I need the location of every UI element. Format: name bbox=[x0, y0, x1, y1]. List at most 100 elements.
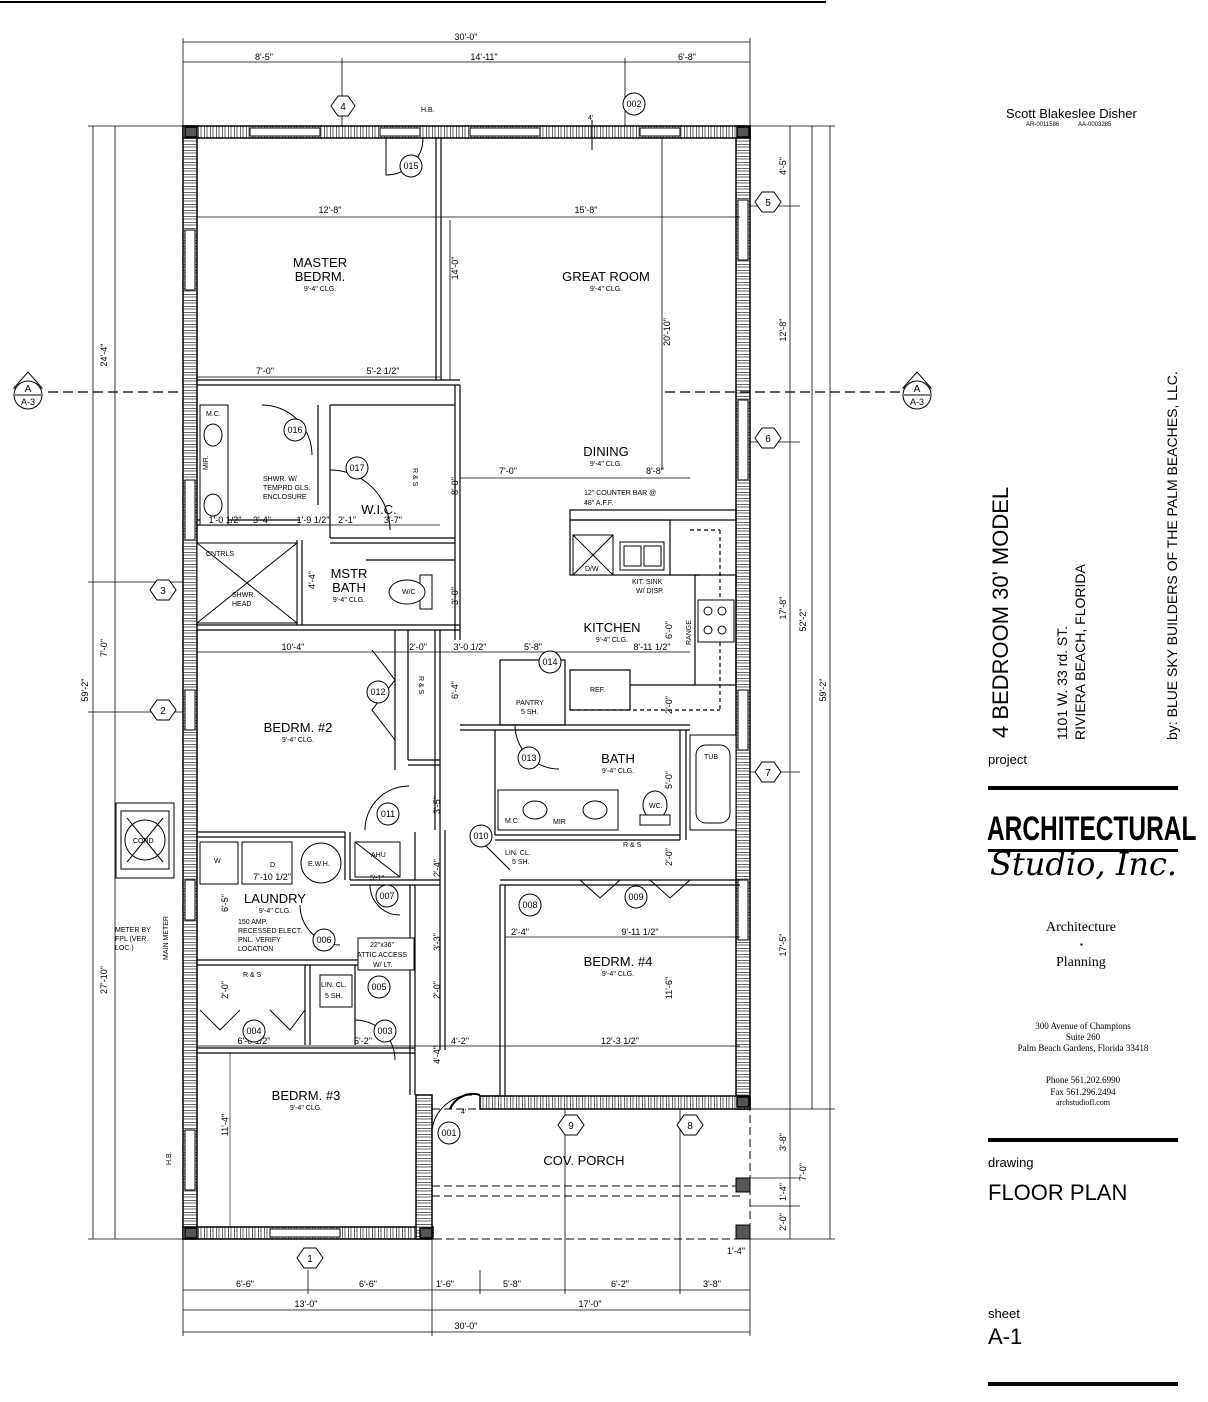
note-ewh: E.W.H. bbox=[308, 861, 330, 868]
dim-top-2: 14'-11" bbox=[470, 52, 497, 62]
grid-marker-3: 3 bbox=[149, 579, 177, 601]
dim-24b: 2'-4" bbox=[511, 927, 529, 937]
dim-35: 3'-5" bbox=[432, 796, 442, 814]
dim-21: 2'-1" bbox=[338, 515, 356, 525]
note-rs-bed4: R & S bbox=[623, 842, 642, 849]
note-mc2: M.C. bbox=[505, 818, 520, 825]
door-tag-012: 012 bbox=[366, 680, 390, 704]
firm-address-1: 300 Avenue of Champions bbox=[1035, 1021, 1131, 1031]
svg-text:008: 008 bbox=[522, 900, 537, 910]
dim-bot-1: 6'-6" bbox=[236, 1279, 254, 1289]
room-mbath-name1: MSTR bbox=[331, 566, 368, 581]
note-counter2: 48" A.F.F. bbox=[584, 500, 613, 507]
svg-text:014: 014 bbox=[542, 657, 557, 667]
svg-text:013: 013 bbox=[521, 753, 536, 763]
svg-text:017: 017 bbox=[349, 463, 364, 473]
firm-fax: Fax 561.296.2494 bbox=[1050, 1087, 1116, 1097]
svg-text:012: 012 bbox=[370, 687, 385, 697]
dim-right-2: 12'-8" bbox=[778, 319, 788, 342]
section-sheet-left: A-3 bbox=[21, 397, 35, 407]
dim-right-4: 17'-5" bbox=[778, 934, 788, 957]
svg-text:6: 6 bbox=[765, 434, 771, 445]
room-bed3-name: BEDRM. #3 bbox=[272, 1088, 341, 1103]
door-tag-016: 016 bbox=[283, 418, 307, 442]
svg-text:001: 001 bbox=[441, 1128, 456, 1138]
note-sink2: W/ DISP. bbox=[636, 588, 664, 595]
note-attic3: W/ LT. bbox=[373, 962, 392, 969]
room-kitchen-name: KITCHEN bbox=[583, 620, 640, 635]
note-ref: REF. bbox=[590, 687, 605, 694]
windows bbox=[184, 127, 749, 1238]
room-dining-clg: 9'-4" CLG. bbox=[590, 461, 622, 468]
svg-text:010: 010 bbox=[473, 831, 488, 841]
firm-web: archstudiofl.com bbox=[1056, 1098, 1110, 1107]
room-kitchen-clg: 9'-4" CLG. bbox=[596, 637, 628, 644]
note-elec1: 150 AMP. bbox=[238, 919, 268, 926]
door-tag-004: 004 bbox=[242, 1019, 266, 1043]
sheet-label: sheet bbox=[988, 1306, 1020, 1321]
interior-walls bbox=[197, 138, 740, 1227]
dim-70b: 7'-0" bbox=[499, 466, 517, 476]
room-master-name1: MASTER bbox=[293, 255, 347, 270]
svg-text:006: 006 bbox=[316, 935, 331, 945]
note-lin1b: LIN. CL. bbox=[321, 982, 347, 989]
dim-158: 15'-8" bbox=[575, 205, 598, 215]
svg-text:003: 003 bbox=[377, 1026, 392, 1036]
firm-service-bullet: ▪ bbox=[1080, 940, 1083, 949]
svg-text:3: 3 bbox=[160, 586, 166, 597]
note-dw: D/W bbox=[585, 566, 599, 573]
note-4-top: 4' bbox=[588, 115, 593, 122]
note-rs-wic: R & S bbox=[411, 468, 418, 487]
dim-80: 8'-0" bbox=[450, 477, 460, 495]
note-head: HEAD bbox=[232, 601, 251, 608]
dim-bot-6: 3'-8" bbox=[703, 1279, 721, 1289]
note-51: 5'-1" bbox=[370, 875, 384, 882]
dim-bot-4: 5'-8" bbox=[503, 1279, 521, 1289]
note-rs-bed2: R & S bbox=[417, 676, 424, 695]
svg-text:011: 011 bbox=[381, 809, 395, 819]
grid-marker-1: 1 bbox=[296, 1247, 324, 1269]
note-range: RANGE bbox=[686, 620, 693, 645]
room-bed4-name: BEDRM. #4 bbox=[584, 954, 653, 969]
room-mbath-clg: 9'-4" CLG. bbox=[333, 597, 365, 604]
note-mir: MIR. bbox=[203, 455, 210, 470]
dim-104: 10'-4" bbox=[282, 642, 305, 652]
note-ctrls: CNTRLS bbox=[206, 551, 234, 558]
dim-44b: 4'-4" bbox=[432, 1046, 442, 1064]
title-rule-1 bbox=[988, 786, 1178, 790]
dim-bot-7: 13'-0" bbox=[295, 1299, 318, 1309]
dimension-text-vertical: 24'-4" 7'-0" 27'-10" 59'-2" 4'-5" 12'-8"… bbox=[80, 157, 828, 1231]
firm-name-1: ARCHITECTURAL bbox=[987, 810, 1197, 848]
note-meter2: FPL (VER. bbox=[115, 936, 148, 943]
room-bed3-clg: 9'-4" CLG. bbox=[290, 1105, 322, 1112]
room-bath-clg: 9'-4" CLG. bbox=[602, 768, 634, 775]
note-elec2: RECESSED ELECT. bbox=[238, 928, 302, 935]
dim-bot-8: 17'-0" bbox=[579, 1299, 602, 1309]
dim-20b: 2'-0" bbox=[664, 696, 674, 714]
dim-20: 2'-0" bbox=[409, 642, 427, 652]
door-tag-015: 015 bbox=[399, 154, 423, 178]
dim-42: 4'-2" bbox=[451, 1036, 469, 1046]
dim-left-2: 7'-0" bbox=[99, 639, 109, 657]
dim-2010: 20'-10" bbox=[662, 318, 672, 346]
svg-text:009: 009 bbox=[628, 892, 643, 902]
note-lin2: 5 SH. bbox=[512, 859, 530, 866]
room-labels: MASTER BEDRM. 9'-4" CLG. GREAT ROOM 9'-4… bbox=[244, 255, 652, 1168]
room-dining-name: DINING bbox=[583, 444, 629, 459]
svg-text:016: 016 bbox=[287, 425, 302, 435]
dim-top-3: 6'-8" bbox=[678, 52, 696, 62]
project-address-1: 1101 W. 33 rd. ST. bbox=[1054, 625, 1070, 740]
note-cond: COND bbox=[133, 838, 154, 845]
note-rs-bed3: R & S bbox=[243, 972, 262, 979]
dim-1912: 1'-9 1/2" bbox=[297, 515, 330, 525]
dim-71012: 7'-10 1/2" bbox=[253, 872, 291, 882]
dim-right-5: 3'-8" bbox=[778, 1133, 788, 1151]
svg-text:2: 2 bbox=[160, 706, 166, 717]
note-mainmeter: MAIN METER bbox=[163, 916, 170, 960]
grid-marker-2: 2 bbox=[149, 699, 177, 721]
firm-service-1: Architecture bbox=[1046, 920, 1116, 935]
room-laundry-clg: 9'-4" CLG. bbox=[259, 908, 291, 915]
fixtures bbox=[115, 404, 737, 1008]
title-block: Scott Blakeslee Disher AR-0011586 AA-000… bbox=[960, 0, 1208, 1402]
dim-right-6: 1'-4" bbox=[727, 1246, 745, 1256]
